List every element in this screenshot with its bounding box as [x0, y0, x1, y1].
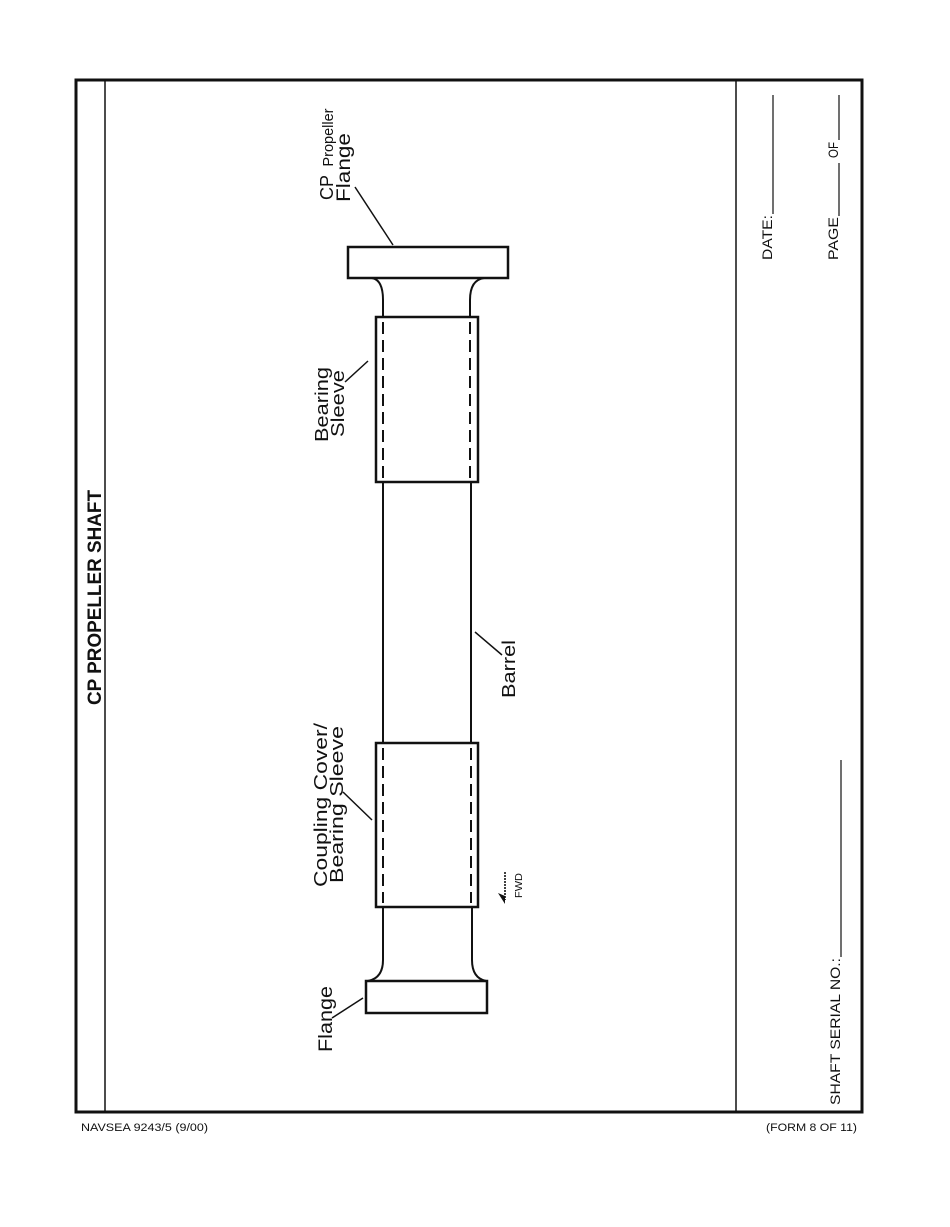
shaft-serial-field[interactable]: SHAFT SERIAL NO.:	[827, 760, 843, 1105]
bearing-sleeve-label-line2: Sleeve	[328, 370, 348, 437]
bearing-sleeve-label-line1: Bearing	[312, 367, 332, 442]
date-label: DATE:	[759, 215, 775, 260]
upper-fillet-left	[371, 277, 384, 317]
bearing-sleeve-shape	[374, 315, 480, 484]
fwd-label: FWD	[514, 873, 525, 898]
bearing-sleeve-leader	[344, 360, 369, 383]
date-field[interactable]: DATE:	[759, 95, 775, 260]
flange-leader	[331, 997, 364, 1019]
cp-flange-leader	[354, 186, 394, 246]
shaft-serial-label: SHAFT SERIAL NO.:	[827, 958, 843, 1105]
cp-flange-label: Flange	[334, 133, 355, 202]
cp-propeller-flange-shape	[346, 245, 510, 280]
flange-shape	[364, 979, 489, 1015]
propeller-label: Propeller	[321, 108, 337, 166]
barrel-leader	[474, 631, 503, 656]
lower-fillet-left	[367, 907, 384, 982]
form-number: NAVSEA 9243/5 (9/00)	[81, 1122, 208, 1134]
coupling-cover-label-line1: Coupling Cover/	[311, 723, 331, 887]
page-title: CP PROPELLER SHAFT	[85, 490, 106, 705]
coupling-cover-label-line2: Bearing Sleeve	[327, 726, 347, 883]
form-sequence: (FORM 8 OF 11)	[766, 1122, 857, 1134]
barrel-label: Barrel	[499, 640, 519, 698]
cp-prefix-label: CP	[317, 175, 337, 200]
upper-fillet-right	[469, 277, 485, 317]
of-label: OF	[825, 142, 841, 158]
lower-fillet-right	[471, 907, 487, 982]
form-border	[74, 78, 864, 1114]
cp-propeller-label: CP Propeller	[317, 108, 337, 200]
page-label: PAGE	[825, 217, 841, 260]
flange-label: Flange	[316, 986, 337, 1052]
shaft-diagram	[331, 186, 510, 1019]
coupling-leader	[342, 791, 373, 821]
coupling-cover-shape	[374, 741, 480, 909]
page-field[interactable]: PAGE OF	[825, 95, 841, 260]
arrow-forward-icon	[498, 872, 506, 904]
